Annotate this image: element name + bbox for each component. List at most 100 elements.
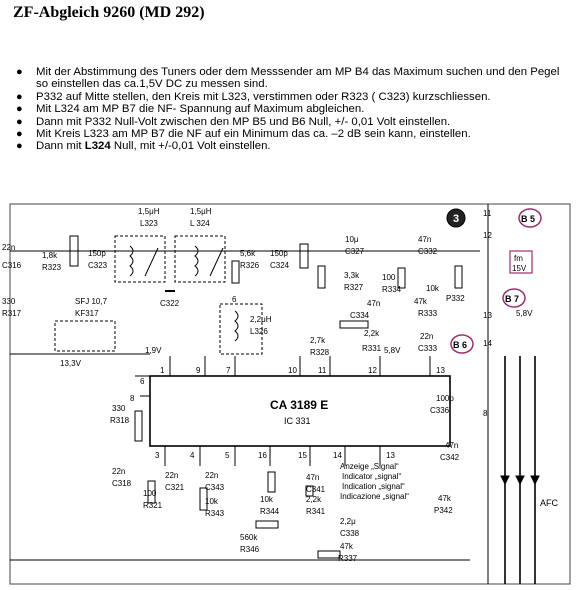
r321-ref: R321: [143, 501, 163, 510]
r337-ref: R337: [338, 554, 358, 563]
r337-value: 47k: [340, 542, 354, 551]
connector-pin: 14: [483, 339, 492, 348]
c333-ref: C333: [418, 344, 438, 353]
list-item: ● Dann mit P332 Null-Volt zwischen den MP…: [14, 116, 570, 128]
r333-value: 47k: [414, 297, 428, 306]
p332-value: 10k: [426, 284, 440, 293]
voltage-label: 5,8V: [384, 346, 401, 355]
r334-value: 100: [382, 273, 396, 282]
pin-label: 16: [258, 451, 267, 460]
r341-value: 2,2k: [306, 495, 322, 504]
pin-label: 1: [160, 366, 165, 375]
step-text: Mit L324 am MP B7 die NF- Spannung auf M…: [36, 103, 365, 116]
pin-label: 3: [155, 451, 160, 460]
p332-ref: P332: [446, 294, 465, 303]
step-text: Mit Kreis L323 am MP B7 die NF auf ein M…: [36, 128, 471, 141]
bullet-icon: ●: [16, 103, 23, 116]
l326-ref: L326: [250, 327, 268, 336]
connector-pin: 11: [483, 209, 492, 218]
tuning-15v: 15V: [512, 264, 527, 273]
measure-point-b7: B 7: [505, 294, 519, 304]
r343-value: 10k: [205, 497, 219, 506]
r318-ref: R318: [110, 416, 130, 425]
list-item: ● Mit L324 am MP B7 die NF- Spannung auf …: [14, 103, 570, 115]
c332-value: 47n: [418, 235, 431, 244]
c334-ref: C334: [350, 311, 370, 320]
kf317-ref: KF317: [75, 309, 99, 318]
c327-value: 10μ: [345, 235, 359, 244]
c333-value: 22n: [420, 332, 433, 341]
bullet-icon: ●: [16, 115, 23, 128]
r331-value: 2,2k: [364, 329, 380, 338]
measure-point-b6: B 6: [453, 340, 467, 350]
bullet-icon: ●: [16, 90, 23, 103]
step-text-post: Null, mit +/-0,01 Volt einstellen.: [110, 140, 271, 153]
indicator-line: Indicator „signal“: [342, 472, 401, 481]
r326-value: 5,6k: [240, 249, 256, 258]
schematic-diagram: 3 CA 3189 E IC 331 1 9 7 10 11 12 13 3 4…: [2, 203, 571, 585]
r341-ref: R341: [306, 507, 326, 516]
indicator-line: Anzeige „Signal“: [340, 462, 399, 471]
c336-value: 100p: [436, 394, 454, 403]
pin-label: 6: [140, 377, 145, 386]
step-text: Dann mit L324 Null, mit +/-0,01 Volt ein…: [36, 140, 271, 152]
r321-value: 100: [143, 489, 157, 498]
c321-value: 22n: [165, 471, 178, 480]
list-item: ● Dann mit L324 Null, mit +/-0,01 Volt ei…: [14, 140, 570, 152]
l323-ref: L323: [140, 219, 158, 228]
bullet-icon: ●: [16, 128, 23, 141]
r317-ref: R317: [2, 309, 22, 318]
connector-pin: 13: [483, 311, 492, 320]
ic-pins-top: [169, 356, 431, 376]
pin-label: 15: [298, 451, 307, 460]
r344-ref: R344: [260, 507, 280, 516]
r328-value: 2,7k: [310, 336, 326, 345]
ic-ref: IC 331: [284, 416, 311, 426]
instruction-list: ● Mit der Abstimmung des Tuners oder dem …: [14, 66, 570, 153]
c342-value: 47n: [445, 441, 458, 450]
step-text-pre: Dann mit: [36, 140, 85, 153]
step-text-bold: L324: [84, 140, 111, 153]
pin-label: 8: [130, 394, 135, 403]
l326-pin: 6: [232, 295, 237, 304]
bullet-icon: ●: [16, 140, 23, 153]
c324-ref: C324: [270, 261, 290, 270]
c323-value: 150p: [88, 249, 106, 258]
r323-value: 1,8k: [42, 251, 58, 260]
c318-value: 22n: [112, 467, 125, 476]
pin-label: 7: [226, 366, 231, 375]
measure-point-b5: B 5: [521, 214, 535, 224]
p342-value: 47k: [438, 494, 452, 503]
c343-value: 22n: [205, 471, 218, 480]
r327-ref: R327: [344, 283, 364, 292]
step-text: Dann mit P332 Null-Volt zwischen den MP …: [36, 115, 451, 128]
r331-ref: R331: [362, 344, 382, 353]
ic-pins-bottom: [164, 446, 381, 466]
r323-ref: R323: [42, 263, 62, 272]
r318-value: 330: [112, 404, 126, 413]
page-title: ZF-Abgleich 9260 (MD 292): [13, 4, 205, 21]
pin-label: 9: [196, 366, 201, 375]
connector-pin: 8: [483, 409, 488, 418]
kf317-value: SFJ 10,7: [75, 297, 108, 306]
r317-value: 330: [2, 297, 16, 306]
r346-ref: R346: [240, 545, 260, 554]
c327-ref: C327: [345, 247, 365, 256]
pin-label: 13: [386, 451, 395, 460]
r327-value: 3,3k: [344, 271, 360, 280]
r328-ref: R328: [310, 348, 330, 357]
c338-value: 2,2μ: [340, 517, 356, 526]
c324-value: 150p: [270, 249, 288, 258]
pin-label: 12: [368, 366, 377, 375]
step-text: Mit der Abstimmung des Tuners oder dem M…: [36, 66, 560, 91]
c343-ref: C343: [205, 483, 225, 492]
c341-ref: C341: [306, 485, 326, 494]
step-text: P332 auf Mitte stellen, den Kreis mit L3…: [36, 90, 491, 103]
voltage-label: 1,9V: [145, 346, 162, 355]
list-item: ● Mit Kreis L323 am MP B7 die NF auf ein …: [14, 128, 570, 140]
ic-name: CA 3189 E: [270, 398, 328, 412]
l324-ref: L 324: [190, 219, 210, 228]
c332-ref: C332: [418, 247, 438, 256]
c338-ref: C338: [340, 529, 360, 538]
afc-label: AFC: [540, 498, 559, 508]
